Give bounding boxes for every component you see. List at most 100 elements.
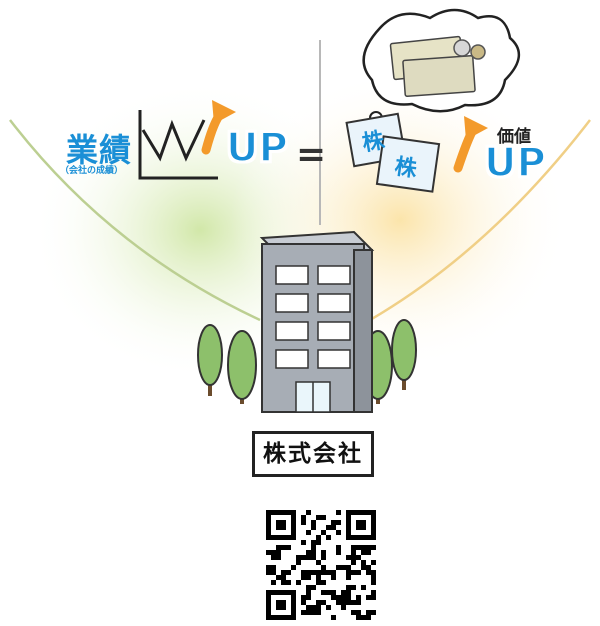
qr-module [341, 590, 346, 595]
qr-module [271, 565, 276, 570]
qr-module [286, 545, 291, 550]
money-thought-bubble [361, 8, 520, 137]
qr-module [281, 570, 286, 575]
qr-module [366, 545, 371, 550]
qr-module [311, 605, 316, 610]
qr-module [336, 520, 341, 525]
qr-module [321, 580, 326, 585]
qr-module [341, 605, 346, 610]
qr-module [306, 555, 311, 560]
qr-module [301, 575, 306, 580]
qr-module [321, 600, 326, 605]
chart-icon [138, 110, 218, 180]
qr-module [336, 530, 341, 535]
qr-module [321, 550, 326, 555]
qr-module [296, 580, 301, 585]
qr-module [301, 570, 306, 575]
qr-module [306, 585, 311, 590]
performance-note: （会社の成績） [60, 166, 124, 176]
qr-module [306, 595, 311, 600]
stock-certificate-2 [375, 135, 441, 193]
qr-module [356, 600, 361, 605]
qr-module [331, 570, 336, 575]
qr-module [346, 575, 351, 580]
qr-module [321, 590, 326, 595]
qr-finder-bottom-left [266, 590, 296, 620]
qr-module [346, 585, 351, 590]
qr-module [371, 610, 376, 615]
qr-module [346, 595, 351, 600]
qr-module [266, 565, 271, 570]
qr-module [311, 520, 316, 525]
qr-module [316, 570, 321, 575]
qr-module [301, 555, 306, 560]
qr-module [331, 525, 336, 530]
qr-module [336, 545, 341, 550]
qr-module [316, 515, 321, 520]
qr-module [316, 540, 321, 545]
qr-module [311, 570, 316, 575]
qr-module [311, 540, 316, 545]
qr-module [301, 610, 306, 615]
qr-module [361, 615, 366, 620]
qr-module [266, 550, 271, 555]
value-title: 価値 [497, 127, 531, 147]
qr-module [346, 590, 351, 595]
qr-module [366, 570, 371, 575]
qr-module [311, 555, 316, 560]
qr-module [371, 570, 376, 575]
qr-module [356, 615, 361, 620]
qr-module [351, 550, 356, 555]
qr-module [301, 600, 306, 605]
qr-module [306, 530, 311, 535]
qr-module [371, 580, 376, 585]
qr-module [351, 585, 356, 590]
qr-module [331, 520, 336, 525]
qr-module [296, 555, 301, 560]
qr-module [306, 570, 311, 575]
arrow-up-icon [201, 100, 236, 155]
qr-module [361, 565, 366, 570]
qr-module [336, 510, 341, 515]
qr-module [281, 575, 286, 580]
qr-module [316, 610, 321, 615]
qr-module [301, 595, 306, 600]
equals-sign: = [296, 134, 327, 175]
qr-module [356, 595, 361, 600]
qr-module [351, 610, 356, 615]
tree-left [197, 324, 257, 404]
qr-module [341, 595, 346, 600]
company-sign: 株式会社 [252, 431, 374, 477]
up-label-left: UP [225, 125, 289, 171]
qr-module [276, 575, 281, 580]
qr-module [356, 545, 361, 550]
qr-module [311, 545, 316, 550]
qr-module [321, 570, 326, 575]
up-label-right: UP [483, 140, 547, 186]
qr-module [271, 570, 276, 575]
qr-module [351, 600, 356, 605]
right-curve [369, 119, 591, 322]
qr-module [301, 520, 306, 525]
qr-module [371, 590, 376, 595]
qr-module [311, 525, 316, 530]
left-curve [9, 119, 261, 322]
qr-module [371, 575, 376, 580]
qr-module [336, 600, 341, 605]
qr-module [306, 550, 311, 555]
qr-module [281, 580, 286, 585]
qr-module [366, 565, 371, 570]
qr-module [301, 540, 306, 545]
qr-module [346, 565, 351, 570]
qr-module [356, 555, 361, 560]
qr-module [346, 555, 351, 560]
qr-module [326, 605, 331, 610]
qr-module [361, 585, 366, 590]
qr-module [351, 570, 356, 575]
qr-module [326, 590, 331, 595]
qr-module [276, 545, 281, 550]
qr-module [271, 580, 276, 585]
qr-finder-top-right [346, 510, 376, 540]
